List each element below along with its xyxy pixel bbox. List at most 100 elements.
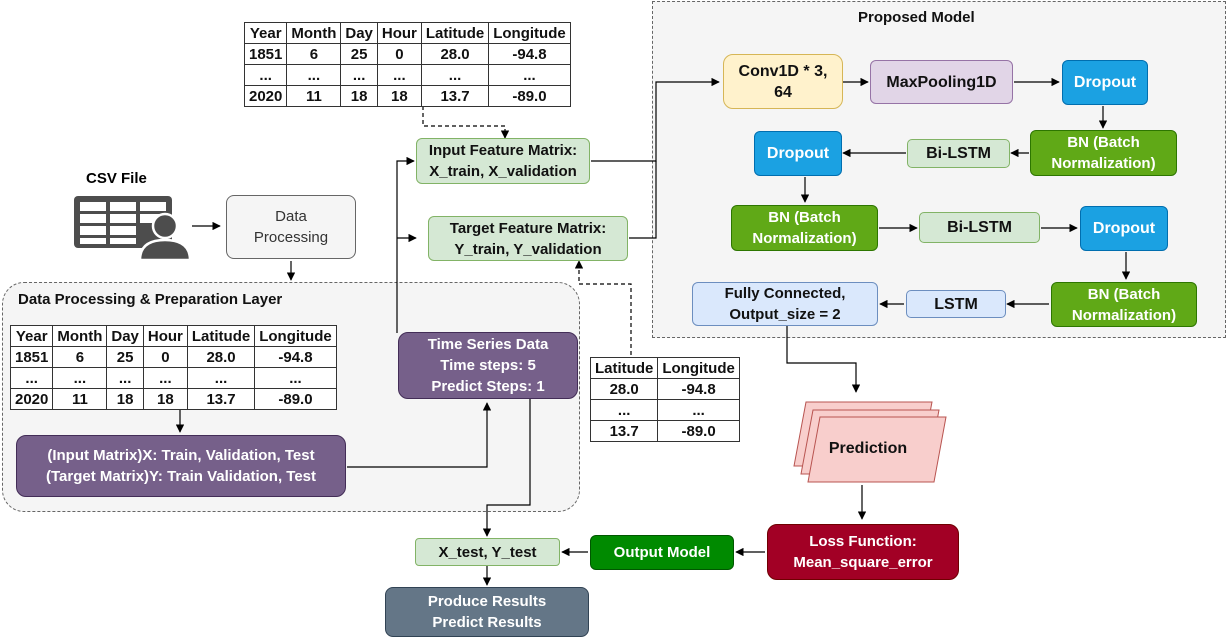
table-row: 28.0-94.8 (589, 378, 740, 400)
prediction-shape (793, 401, 947, 483)
bn-node-1: BN (Batch Normalization) (1030, 130, 1177, 176)
table-cell: ... (376, 64, 422, 86)
bilstm-node-1: Bi-LSTM (907, 139, 1010, 168)
table-cell: 18 (142, 388, 188, 410)
edge-ts-to-xytest (482, 398, 531, 537)
csv-user-icon (74, 196, 192, 262)
table-header-cell: Month (52, 325, 108, 347)
edge-table-to-input-dashed (422, 106, 510, 139)
bn-node-2: BN (Batch Normalization) (731, 205, 878, 251)
table-cell: ... (589, 399, 659, 421)
table-cell: 1851 (9, 346, 54, 368)
table-cell: ... (254, 367, 337, 389)
csv-file-label: CSV File (86, 170, 147, 187)
target-feature-node: Target Feature Matrix: Y_train, Y_valida… (428, 216, 628, 261)
table-cell: ... (340, 64, 378, 86)
table-cell: ... (657, 399, 740, 421)
table-cell: 28.0 (186, 346, 256, 368)
table-header-cell: Hour (376, 22, 422, 44)
time-series-node: Time Series Data Time steps: 5 Predict S… (398, 332, 578, 399)
table-cell: 11 (52, 388, 108, 410)
table-cell: 11 (286, 85, 342, 107)
table-header-cell: Year (243, 22, 288, 44)
edge-ts-to-input (396, 156, 415, 333)
table-cell: ... (243, 64, 288, 86)
fully-connected-node: Fully Connected, Output_size = 2 (692, 282, 878, 326)
dropout-node-1: Dropout (1062, 60, 1148, 105)
table-header-cell: Month (286, 22, 342, 44)
table-cell: 1851 (243, 43, 288, 65)
data-processing-node: Data Processing (226, 195, 356, 259)
table-cell: 6 (52, 346, 108, 368)
table-cell: 13.7 (589, 420, 659, 442)
table-row: .................. (243, 64, 571, 86)
table-cell: ... (286, 64, 342, 86)
table-cell: ... (420, 64, 490, 86)
prediction-label: Prediction (828, 439, 908, 457)
edge-fc-to-prediction (786, 326, 861, 393)
table-cell: 2020 (243, 85, 288, 107)
table-header-cell: Latitude (186, 325, 256, 347)
table-cell: -94.8 (657, 378, 740, 400)
maxpool-node: MaxPooling1D (870, 60, 1013, 104)
table-cell: ... (186, 367, 256, 389)
table-header-cell: Day (106, 325, 144, 347)
prep-layer-title: Data Processing & Preparation Layer (18, 291, 283, 308)
table-cell: ... (488, 64, 571, 86)
table-row: 13.7-89.0 (589, 420, 740, 442)
table-cell: 18 (106, 388, 144, 410)
table-cell: ... (142, 367, 188, 389)
table-cell: ... (52, 367, 108, 389)
xy-test-node: X_test, Y_test (415, 538, 560, 566)
table-cell: 13.7 (186, 388, 256, 410)
table-header-cell: Latitude (420, 22, 490, 44)
table-cell: -94.8 (488, 43, 571, 65)
edge-target-to-model (629, 161, 657, 239)
table-cell: 0 (376, 43, 422, 65)
table-header-cell: Hour (142, 325, 188, 347)
table-cell: 18 (340, 85, 378, 107)
table-header-cell: Longitude (657, 357, 740, 379)
table-cell: 28.0 (589, 378, 659, 400)
table-cell: ... (9, 367, 54, 389)
table-cell: -89.0 (254, 388, 337, 410)
table-cell: 18 (376, 85, 422, 107)
loss-function-node: Loss Function: Mean_square_error (767, 524, 959, 580)
edge-input-to-conv (591, 77, 720, 162)
table-header-cell: Year (9, 325, 54, 347)
proposed-model-title: Proposed Model (858, 9, 975, 26)
bn-node-3: BN (Batch Normalization) (1051, 282, 1197, 327)
lstm-node: LSTM (906, 290, 1006, 318)
table-header-cell: Longitude (254, 325, 337, 347)
table-header-cell: Latitude (589, 357, 659, 379)
table-cell: 28.0 (420, 43, 490, 65)
input-matrix-node: (Input Matrix)X: Train, Validation, Test… (16, 435, 346, 497)
table-cell: -89.0 (488, 85, 571, 107)
table-cell: 0 (142, 346, 188, 368)
input-feature-node: Input Feature Matrix: X_train, X_validat… (416, 138, 590, 184)
table-cell: 25 (106, 346, 144, 368)
table-header-cell: Day (340, 22, 378, 44)
edge-matrix-to-timeseries (347, 402, 492, 468)
output-model-node: Output Model (590, 535, 734, 570)
conv1d-node: Conv1D * 3, 64 (723, 54, 843, 109)
table-cell: ... (106, 367, 144, 389)
dropout-node-2: Dropout (754, 131, 842, 176)
produce-results-node: Produce Results Predict Results (385, 587, 589, 637)
table-row: ...... (589, 399, 740, 421)
bilstm-node-2: Bi-LSTM (919, 212, 1040, 243)
table-cell: -89.0 (657, 420, 740, 442)
table-cell: 2020 (9, 388, 54, 410)
table-cell: 25 (340, 43, 378, 65)
